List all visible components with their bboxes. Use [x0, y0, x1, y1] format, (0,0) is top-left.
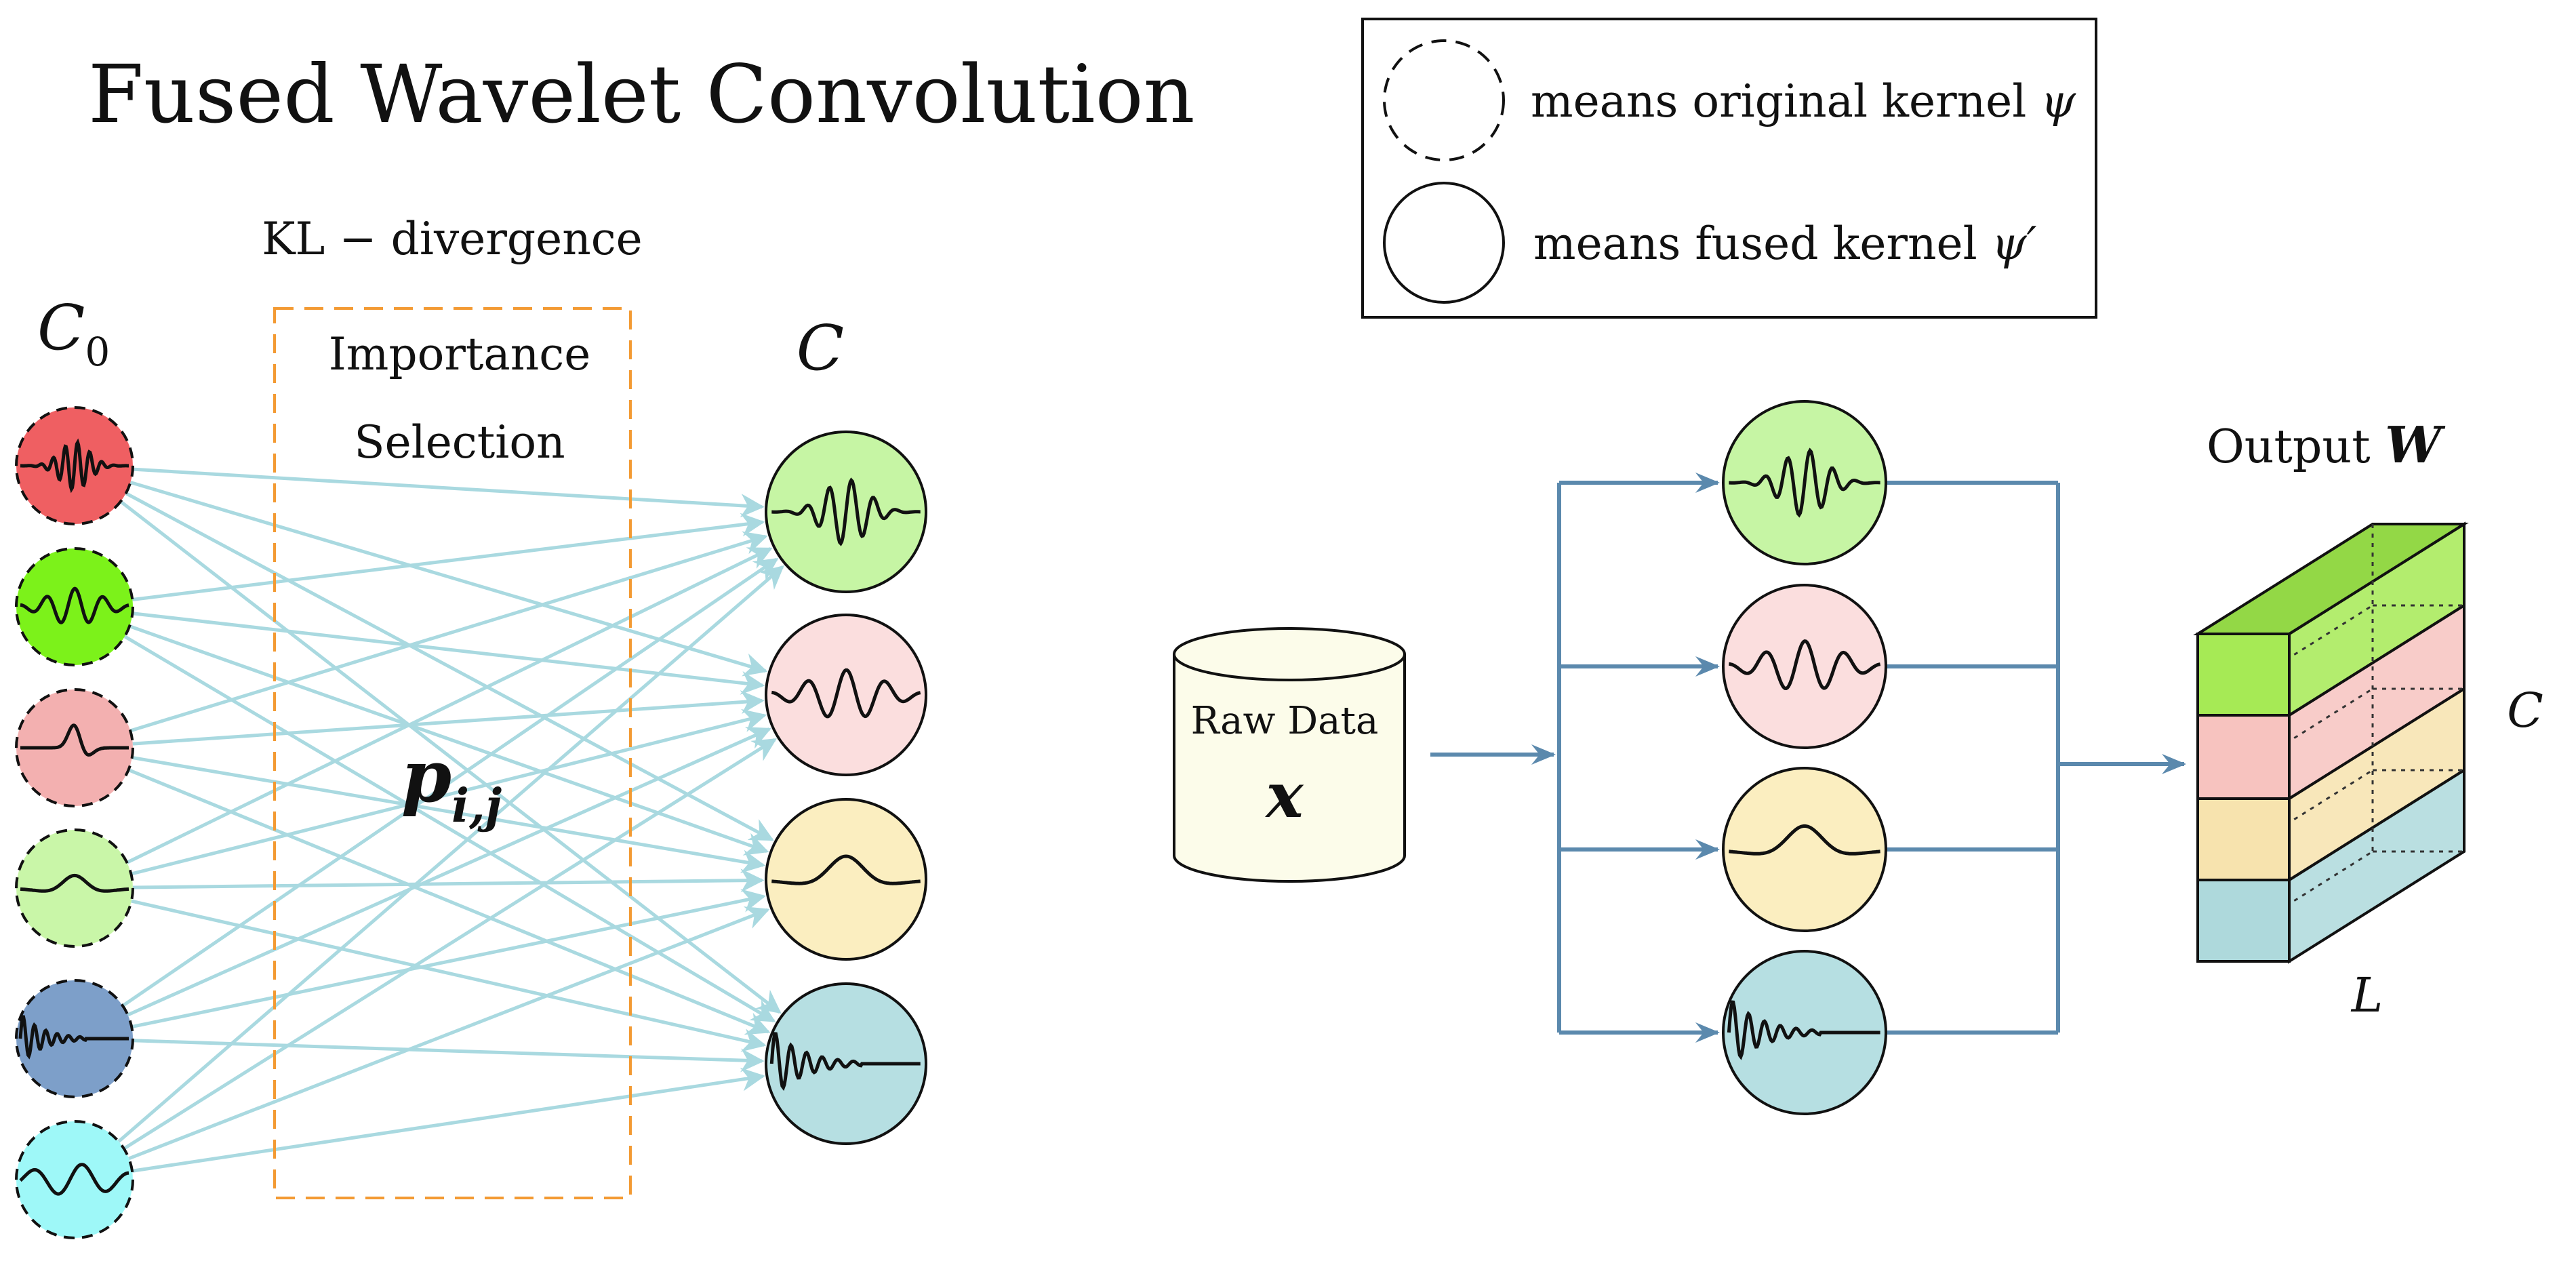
connection-line: [132, 513, 765, 601]
fused-kernel: [765, 614, 927, 776]
output-label: Output W: [2207, 416, 2446, 475]
importance-selection-box: [273, 307, 632, 1199]
connection-line: [117, 565, 784, 1143]
tensor-front-layer: [2196, 714, 2291, 800]
tensor-layer-plane-edge: [2197, 604, 2373, 717]
legend-dashed-circle: [1383, 39, 1505, 161]
connection-line: [131, 889, 766, 1029]
fused-kernel: [765, 431, 927, 593]
fused-kernel: [1722, 584, 1887, 749]
tensor-front-layer: [2196, 879, 2291, 963]
connection-line: [129, 481, 768, 677]
wavelet-curve: [18, 1015, 129, 1060]
connection-line: [132, 1039, 765, 1073]
fused-kernel: [765, 982, 927, 1145]
connection-lines: [117, 467, 784, 1173]
connection-line: [123, 635, 776, 1022]
raw-data-symbol: x: [1265, 759, 1304, 832]
wavelet-curve: [771, 854, 921, 885]
fused-kernel-bank: [1722, 400, 1887, 1115]
wavelet-curve: [1729, 824, 1880, 856]
raw-data-label: Raw Data: [1191, 699, 1379, 743]
output-tensor: [2193, 521, 2469, 964]
connection-line: [121, 557, 779, 1007]
original-kernel: [15, 1120, 134, 1239]
selection-label: Selection: [354, 416, 565, 468]
fused-kernel: [1722, 950, 1887, 1115]
tensor-front-layer: [2196, 633, 2291, 717]
wavelet-curve: [771, 477, 921, 546]
wavelet-curve: [769, 1032, 921, 1092]
legend-solid-circle: [1383, 182, 1505, 304]
tensor-front-layer: [2196, 797, 2291, 881]
connection-line: [132, 612, 765, 695]
fused-kernel: [1722, 767, 1887, 932]
connection-line: [127, 727, 771, 1017]
wavelet-curve: [20, 723, 129, 757]
legend-dashed-label: means original kernel ψ: [1531, 75, 2076, 127]
original-kernel: [15, 828, 134, 948]
fused-kernel: [1722, 400, 1887, 565]
connection-line: [132, 1067, 765, 1173]
kl-divergence-label: KL − divergence: [262, 213, 642, 265]
wavelet-curve: [771, 668, 921, 719]
connection-line: [128, 906, 770, 1161]
original-kernel: [15, 688, 134, 807]
diagram-title: Fused Wavelet Convolution: [88, 47, 1195, 141]
connection-line: [125, 492, 774, 841]
connection-line: [126, 547, 773, 864]
tensor-layer-plane-edge: [2197, 769, 2373, 881]
wavelet-curve: [20, 438, 129, 494]
original-kernels: [15, 406, 134, 1239]
dimension-c-label: C: [2507, 683, 2543, 738]
raw-data-cylinder: Raw Data x: [1173, 627, 1406, 883]
original-kernel: [15, 979, 134, 1098]
input-channels-label: C0: [37, 292, 110, 375]
wavelet-curve: [1729, 639, 1881, 691]
dimension-l-label: L: [2350, 967, 2383, 1023]
branch-arrows: [1430, 473, 2186, 1043]
connection-line: [130, 708, 767, 876]
connection-line: [127, 768, 771, 1035]
convolution-panel: Raw Data x Output W C L: [1173, 400, 2543, 1115]
connection-line: [132, 868, 765, 893]
original-kernel: [15, 406, 134, 525]
connection-line: [132, 755, 766, 874]
fused-kernel: [765, 798, 927, 961]
wavelet-curve: [1729, 447, 1880, 518]
connection-line: [123, 738, 777, 1150]
output-channels-label: C: [797, 312, 844, 384]
connection-line: [132, 690, 765, 746]
connection-line: [129, 531, 768, 733]
original-kernel: [15, 547, 134, 666]
tensor-layer-plane-edge: [2197, 687, 2373, 800]
fused-kernels: [765, 431, 927, 1145]
importance-label: Importance: [329, 328, 591, 380]
wavelet-curve: [20, 586, 129, 624]
connection-line: [129, 624, 769, 856]
fusion-panel: KL − divergence Importance Selection pi,…: [15, 213, 927, 1239]
legend-solid-label: means fused kernel ψ′: [1533, 218, 2036, 270]
legend: means original kernel ψ means fused kern…: [1361, 18, 2097, 319]
wavelet-curve: [1727, 1000, 1880, 1060]
wavelet-curve: [20, 873, 129, 893]
tensor-hidden-edge: [2197, 850, 2373, 963]
connection-line: [131, 899, 767, 1052]
weight-label: pi,j: [401, 734, 502, 833]
wavelet-curve: [19, 1163, 129, 1196]
legend-box: [1361, 18, 2097, 319]
connection-line: [132, 467, 765, 518]
